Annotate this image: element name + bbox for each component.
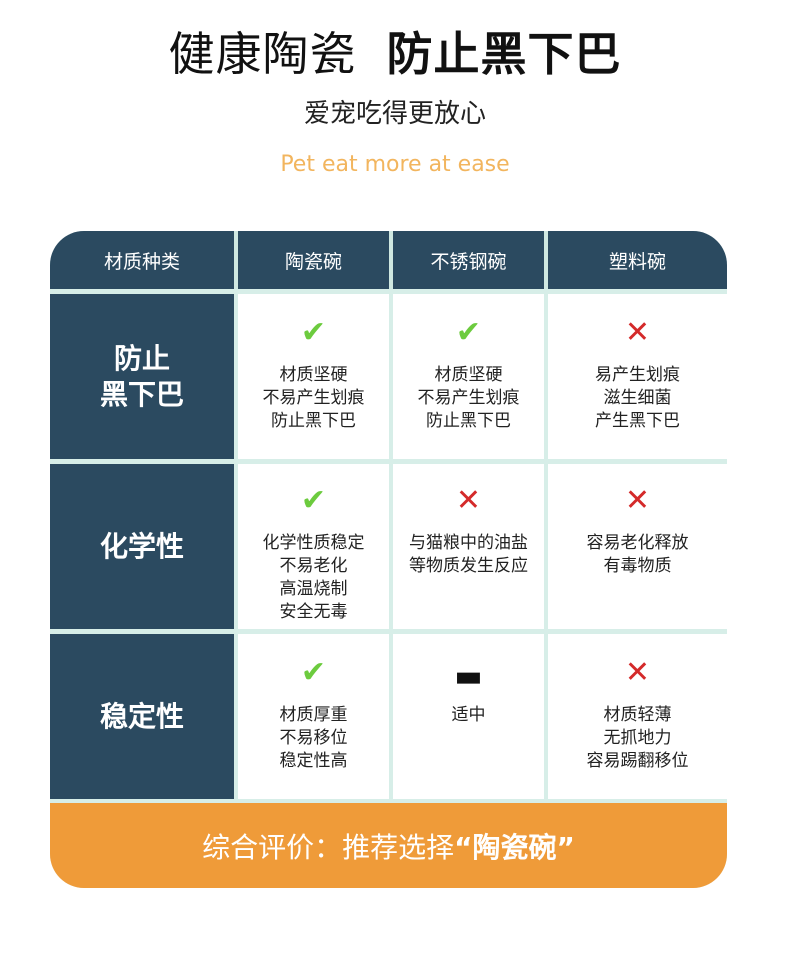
page-subtitle: 爱宠吃得更放心 bbox=[303, 99, 486, 129]
table-cell: ✕ 材质轻薄 无抓地力 容易踢翻移位 bbox=[548, 634, 727, 799]
cell-line: 高温烧制 bbox=[279, 579, 348, 599]
cell-line: 不易产生划痕 bbox=[262, 388, 365, 408]
cell-line: 易产生划痕 bbox=[595, 365, 680, 385]
page-title: 健康陶瓷防止黑下巴 bbox=[0, 24, 790, 84]
cell-text: 与猫粮中的油盐 等物质发生反应 bbox=[393, 532, 544, 578]
check-icon: ✔ bbox=[300, 315, 327, 350]
row-label-stability: 稳定性 bbox=[50, 634, 234, 799]
cell-line: 容易老化释放 bbox=[586, 533, 689, 553]
cell-line: 适中 bbox=[451, 705, 486, 725]
check-icon: ✔ bbox=[300, 655, 327, 690]
summary-banner: 综合评价：推荐选择“陶瓷碗” bbox=[50, 803, 727, 888]
cell-text: 材质厚重 不易移位 稳定性高 bbox=[238, 704, 389, 773]
row-label-black-chin: 防止 黑下巴 bbox=[50, 294, 234, 459]
cell-text: 容易老化释放 有毒物质 bbox=[548, 532, 727, 578]
row-label-line: 防止 bbox=[113, 341, 170, 375]
cell-line: 材质厚重 bbox=[279, 705, 348, 725]
comparison-table: 材质种类 陶瓷碗 不锈钢碗 塑料碗 防止 黑下巴 ✔ 材质坚硬 不易产生划痕 防… bbox=[50, 231, 727, 888]
cell-line: 容易踢翻移位 bbox=[586, 751, 689, 771]
cell-text: 材质坚硬 不易产生划痕 防止黑下巴 bbox=[238, 364, 389, 433]
cell-line: 材质坚硬 bbox=[279, 365, 348, 385]
check-icon: ✔ bbox=[455, 315, 482, 350]
cell-line: 不易移位 bbox=[279, 728, 348, 748]
cell-line: 材质轻薄 bbox=[603, 705, 672, 725]
table-cell: ✕ 易产生划痕 滋生细菌 产生黑下巴 bbox=[548, 294, 727, 459]
cell-line: 有毒物质 bbox=[603, 556, 672, 576]
cell-text: 易产生划痕 滋生细菌 产生黑下巴 bbox=[548, 364, 727, 433]
header-cell-plastic: 塑料碗 bbox=[608, 250, 666, 273]
cell-line: 稳定性高 bbox=[279, 751, 348, 771]
table-cell: ✔ 化学性质稳定 不易老化 高温烧制 安全无毒 bbox=[238, 464, 389, 629]
cell-line: 产生黑下巴 bbox=[595, 411, 680, 431]
header-divider bbox=[389, 231, 393, 289]
table-cell: ✔ 材质坚硬 不易产生划痕 防止黑下巴 bbox=[238, 294, 389, 459]
table-header-row: 材质种类 陶瓷碗 不锈钢碗 塑料碗 bbox=[50, 231, 727, 289]
cell-line: 与猫粮中的油盐 bbox=[409, 533, 528, 553]
summary-highlight: “陶瓷碗” bbox=[454, 830, 575, 864]
cell-line: 防止黑下巴 bbox=[426, 411, 511, 431]
summary-prefix: 综合评价：推荐选择 bbox=[202, 830, 455, 864]
cross-icon: ✕ bbox=[455, 483, 482, 518]
header-cell-stainless: 不锈钢碗 bbox=[430, 250, 507, 273]
header-cell-ceramic: 陶瓷碗 bbox=[284, 250, 342, 273]
cell-line: 防止黑下巴 bbox=[271, 411, 356, 431]
cell-line: 化学性质稳定 bbox=[262, 533, 365, 553]
row-label-line: 黑下巴 bbox=[99, 377, 184, 411]
table-cell: ✕ 与猫粮中的油盐 等物质发生反应 bbox=[393, 464, 544, 629]
cell-text: 材质坚硬 不易产生划痕 防止黑下巴 bbox=[393, 364, 544, 433]
cell-line: 无抓地力 bbox=[603, 728, 672, 748]
header-divider bbox=[544, 231, 548, 289]
cell-text: 化学性质稳定 不易老化 高温烧制 安全无毒 bbox=[238, 532, 389, 624]
cell-line: 滋生细菌 bbox=[603, 388, 672, 408]
cross-icon: ✕ bbox=[624, 315, 651, 350]
row-label-chemical: 化学性 bbox=[50, 464, 234, 629]
table-cell: ✕ 容易老化释放 有毒物质 bbox=[548, 464, 727, 629]
cell-line: 等物质发生反应 bbox=[409, 556, 528, 576]
cell-line: 不易老化 bbox=[279, 556, 348, 576]
cell-line: 不易产生划痕 bbox=[417, 388, 520, 408]
row-label-line: 化学性 bbox=[99, 529, 184, 563]
table-cell: ✔ 材质坚硬 不易产生划痕 防止黑下巴 bbox=[393, 294, 544, 459]
cross-icon: ✕ bbox=[624, 655, 651, 690]
cell-line: 安全无毒 bbox=[279, 602, 348, 622]
table-cell: ▬ 适中 bbox=[393, 634, 544, 799]
header-divider bbox=[234, 231, 238, 289]
table-cell: ✔ 材质厚重 不易移位 稳定性高 bbox=[238, 634, 389, 799]
title-light: 健康陶瓷 bbox=[168, 27, 357, 81]
cell-line: 材质坚硬 bbox=[434, 365, 503, 385]
row-label-line: 稳定性 bbox=[99, 699, 184, 733]
cross-icon: ✕ bbox=[624, 483, 651, 518]
title-bold: 防止黑下巴 bbox=[386, 27, 622, 81]
cell-text: 材质轻薄 无抓地力 容易踢翻移位 bbox=[548, 704, 727, 773]
cell-text: 适中 bbox=[393, 704, 544, 727]
dash-icon: ▬ bbox=[454, 659, 483, 694]
check-icon: ✔ bbox=[300, 483, 327, 518]
page-subtitle-en: Pet eat more at ease bbox=[280, 152, 510, 177]
header-cell-material-type: 材质种类 bbox=[103, 250, 180, 273]
